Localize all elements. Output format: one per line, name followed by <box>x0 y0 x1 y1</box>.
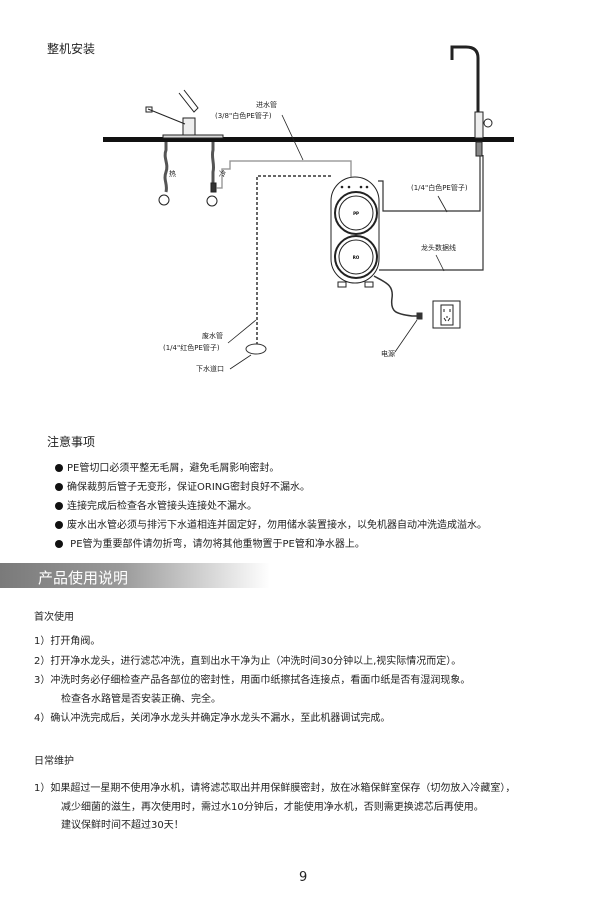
label-inlet-pipe-spec: (3/8"白色PE管子) <box>215 111 272 120</box>
note-text: 确保裁剪后管子无变形，保证ORING密封良好不漏水。 <box>67 482 310 493</box>
waste-pipe <box>245 175 331 355</box>
filter-top-label: PP <box>353 211 359 216</box>
bullet-icon <box>55 540 63 548</box>
filter-bottom-label: RO <box>353 255 360 260</box>
label-waste-pipe-spec: (1/4"红色PE管子) <box>163 343 220 352</box>
note-text: PE管切口必须平整无毛屑，避免毛屑影响密封。 <box>67 463 280 474</box>
label-power: 电源 <box>381 349 395 358</box>
label-waste-pipe: 废水管 <box>202 331 223 340</box>
note-item: 废水出水管必须与排污下水道相连并固定好，勿用储水装置接水，以免机器自动冲洗造成溢… <box>55 516 487 531</box>
note-item: PE管切口必须平整无毛屑，避免毛屑影响密封。 <box>55 459 279 474</box>
bullet-icon <box>55 464 63 472</box>
notes-title: 注意事项 <box>47 435 96 449</box>
first-use-item: 检查各水路管是否安装正确、完全。 <box>61 694 221 705</box>
power-socket-icon <box>432 300 461 329</box>
install-title: 整机安装 <box>47 42 96 56</box>
first-use-item: 1）打开角阀。 <box>34 636 101 647</box>
purifier-unit <box>330 176 380 288</box>
page-number: 9 <box>299 870 308 885</box>
bullet-icon <box>55 521 63 529</box>
maintenance-item: 建议保鲜时间不超过30天！ <box>61 820 184 831</box>
maintenance-item: 1）如果超过一星期不使用净水机，请将滤芯取出并用保鲜膜密封，放在冰箱保鲜室保存（… <box>34 783 516 794</box>
label-drain: 下水道口 <box>196 364 224 373</box>
note-item: 确保裁剪后管子无变形，保证ORING密封良好不漏水。 <box>55 478 310 493</box>
note-item: 连接完成后检查各水管接头连接处不漏水。 <box>55 497 257 512</box>
first-use-item: 2）打开净水龙头，进行滤芯冲洗，直到出水干净为止（冲洗时间30分钟以上,视实际情… <box>34 656 462 667</box>
installation-diagram: 热 冷 进水管 (3/8"白色PE管子) PP RO (1/4"白色PE管子) … <box>103 45 514 373</box>
maintenance-item: 减少细菌的滋生，再次使用时，需过水10分钟后，才能使用净水机，否则需更换滤芯后再… <box>61 802 484 813</box>
section-header: 产品使用说明 <box>0 563 270 588</box>
label-cold: 冷 <box>219 169 226 178</box>
power-cord <box>373 275 423 320</box>
note-item: PE管为重要部件请勿折弯，请勿将其他重物置于PE管和净水器上。 <box>55 535 365 550</box>
first-use-item: 4）确认冲洗完成后，关闭净水龙头并确定净水龙头不漏水，至此机器调试完成。 <box>34 713 391 724</box>
label-hot: 热 <box>169 169 176 178</box>
maintenance-title: 日常维护 <box>34 756 74 767</box>
note-text: 废水出水管必须与排污下水道相连并固定好，勿用储水装置接水，以免机器自动冲洗造成溢… <box>67 520 487 531</box>
section-title: 产品使用说明 <box>38 569 129 587</box>
note-text: PE管为重要部件请勿折弯，请勿将其他重物置于PE管和净水器上。 <box>67 539 365 550</box>
pipes-right <box>378 155 484 271</box>
drinking-faucet-icon <box>450 45 493 157</box>
note-text: 连接完成后检查各水管接头连接处不漏水。 <box>67 501 257 512</box>
countertop <box>103 137 514 142</box>
first-use-item: 3）冲洗时务必仔细检查产品各部位的密封性，用面巾纸擦拭各连接点，看面巾纸是否有湿… <box>34 675 471 686</box>
label-inlet-pipe: 进水管 <box>256 100 277 109</box>
label-faucet-data-cable: 龙头数据线 <box>421 243 456 252</box>
angle-valve-hoses <box>158 142 352 207</box>
first-use-title: 首次使用 <box>34 612 74 623</box>
kitchen-faucet-icon <box>145 89 224 139</box>
label-white-pipe-spec: (1/4"白色PE管子) <box>411 183 468 192</box>
bullet-icon <box>55 502 63 510</box>
bullet-icon <box>55 483 63 491</box>
